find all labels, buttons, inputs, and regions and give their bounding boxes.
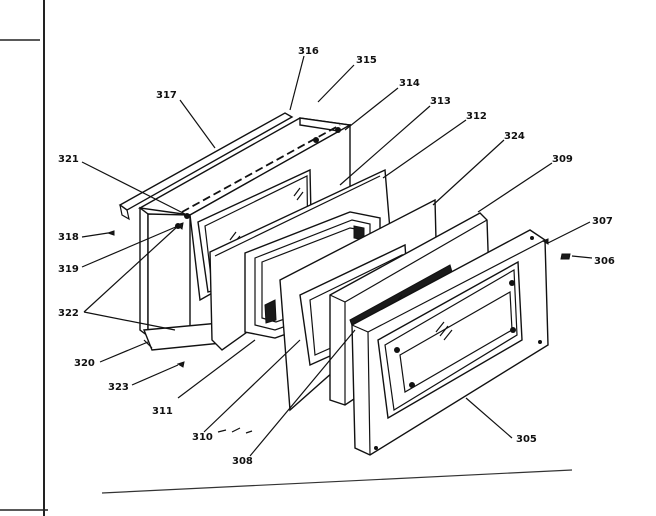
page-border — [0, 0, 573, 516]
label-307: 307 — [592, 216, 613, 227]
outer-door-part — [351, 229, 549, 456]
label-320: 320 — [74, 358, 95, 369]
label-322: 322 — [58, 308, 79, 319]
label-321: 321 — [58, 154, 79, 165]
label-308: 308 — [232, 456, 253, 467]
label-319: 319 — [58, 264, 79, 275]
label-312: 312 — [466, 111, 487, 122]
label-316: 316 — [298, 46, 319, 57]
label-314: 314 — [399, 78, 420, 89]
label-323: 323 — [108, 382, 129, 393]
label-318: 318 — [58, 232, 79, 243]
part-labels: 316 315 314 313 312 324 309 317 321 318 … — [58, 46, 615, 467]
leader-lines — [81, 55, 593, 457]
label-309: 309 — [552, 154, 573, 165]
label-311: 311 — [152, 406, 173, 417]
small-hardware — [106, 222, 571, 434]
label-324: 324 — [504, 131, 525, 142]
label-306: 306 — [594, 256, 615, 267]
label-315: 315 — [356, 55, 377, 66]
label-313: 313 — [430, 96, 451, 107]
label-317: 317 — [156, 90, 177, 101]
label-310: 310 — [192, 432, 213, 443]
top-trim-part — [118, 112, 294, 221]
label-305: 305 — [516, 434, 537, 445]
